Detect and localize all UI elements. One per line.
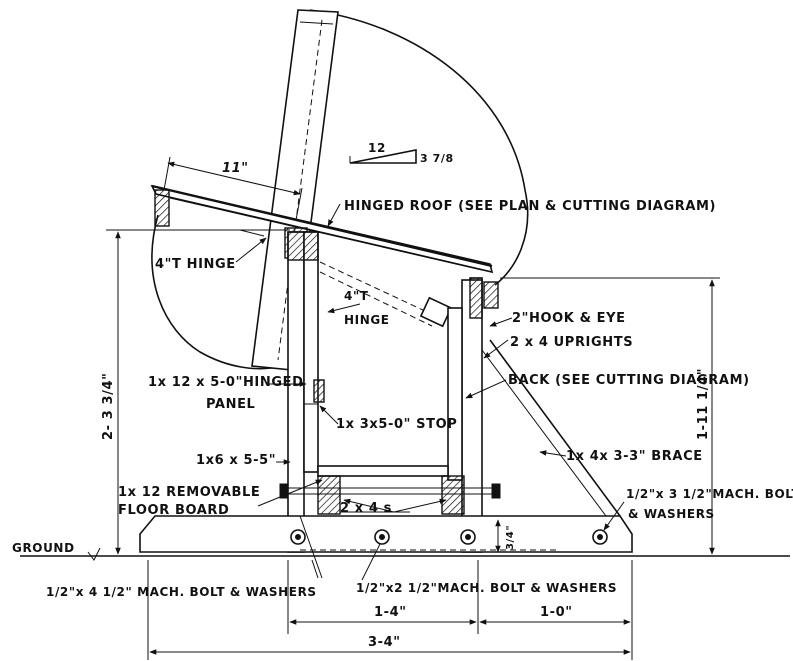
label-mach-bolt-left: 1/2"x 4 1/2" MACH. BOLT & WASHERS [46, 585, 317, 599]
dimension-skid-offset: 3/4" [495, 519, 516, 553]
label-hinged-roof: HINGED ROOF (SEE PLAN & CUTTING DIAGRAM) [344, 199, 716, 214]
slope-rise: 3 7/8 [420, 152, 454, 165]
label-hinged-panel-a: 1x 12 x 5-0"HINGED [148, 375, 303, 390]
dimension-overall-label: 3-4" [368, 635, 401, 650]
dimension-right-height-label: 1-11 1/4" [696, 368, 711, 440]
label-hinged-panel-b: PANEL [206, 397, 255, 412]
label-t-hinge-left: 4"T HINGE [155, 257, 236, 272]
panel-swing-arc [151, 214, 283, 370]
ground-marker [87, 547, 101, 561]
label-hook-eye: 2"HOOK & EYE [512, 311, 626, 326]
leader-lines [235, 203, 625, 581]
label-mach-bolt-center: 1/2"x2 1/2"MACH. BOLT & WASHERS [356, 581, 617, 595]
hinged-panel-open-position [319, 261, 453, 328]
brace-member [489, 339, 621, 517]
dimension-skid-offset-label: 3/4" [505, 525, 516, 550]
label-back: BACK (SEE CUTTING DIAGRAM) [508, 373, 750, 388]
back-wall [447, 277, 499, 553]
dimension-right-height: 1-11 1/4" [500, 277, 720, 557]
label-mach-bolt-right-b: & WASHERS [628, 507, 715, 521]
floor-assembly [279, 465, 501, 515]
slope-run: 12 [368, 141, 386, 155]
label-floor-board-b: FLOOR BOARD [118, 503, 229, 518]
label-uprights: 2 x 4 UPRIGHTS [510, 335, 633, 350]
brace-member-edge [481, 349, 607, 517]
label-t-hinge-mid-b: HINGE [344, 313, 390, 327]
dimension-left-height-label: 2- 3 3/4" [101, 372, 116, 440]
dimension-roof-width-label: 11" [222, 161, 249, 176]
slope-indicator: 12 3 7/8 [349, 141, 454, 165]
label-stop: 1x 3x5-0" STOP [336, 417, 457, 432]
dimension-bottom-center-label: 1-4" [374, 605, 407, 620]
dimension-roof-width: 11" [163, 156, 303, 221]
dimension-bottom-right-label: 1-0" [540, 605, 573, 620]
label-mach-bolt-right-a: 1/2"x 3 1/2"MACH. BOLT [626, 487, 793, 501]
front-wall [287, 231, 325, 553]
label-brace: 1x 4x 3-3" BRACE [566, 449, 703, 464]
label-two-by-fours: 2 x 4 s [340, 501, 392, 516]
roof-swing-arc [309, 9, 529, 286]
label-ground: GROUND [12, 541, 75, 555]
skid-base [139, 515, 633, 553]
label-1x6: 1x6 x 5-5" [196, 453, 276, 468]
label-floor-board-a: 1x 12 REMOVABLE [118, 485, 260, 500]
callout-labels: HINGED ROOF (SEE PLAN & CUTTING DIAGRAM)… [12, 199, 793, 599]
label-t-hinge-mid-a: 4"T [344, 289, 369, 303]
dimension-bottom: 1-4" 1-0" 3-4" [147, 560, 633, 660]
dimension-left-height: 2- 3 3/4" [101, 229, 290, 557]
